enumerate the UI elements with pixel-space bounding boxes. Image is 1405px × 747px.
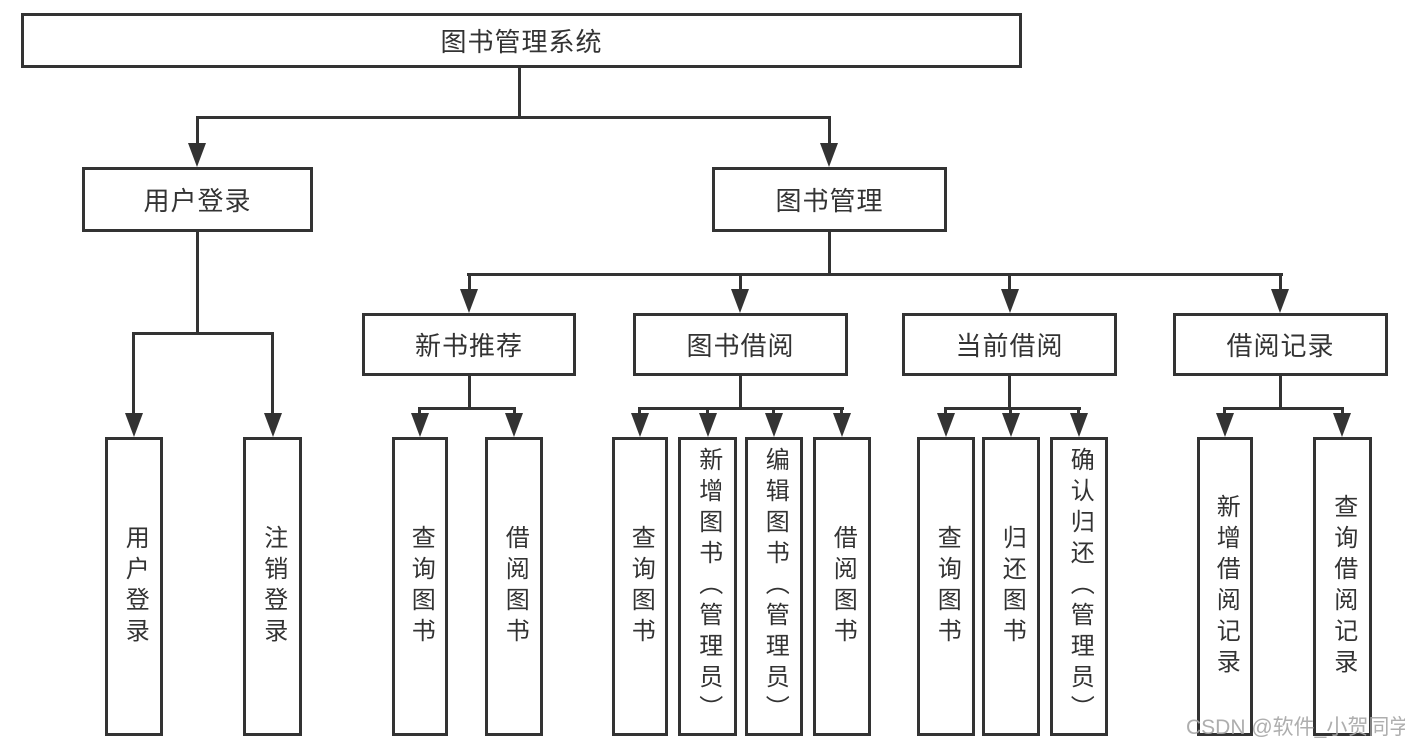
arrowhead-leaf (699, 413, 717, 437)
leaf-return-books-label: 归还图书 (998, 524, 1026, 649)
leaf-return-books: 归还图书 (982, 437, 1040, 736)
connector-book-management-stub (828, 232, 831, 276)
csdn-watermark: CSDN @软件_小贺同学 (1186, 716, 1405, 739)
connector-user-login-rail (132, 332, 274, 335)
connector-leaf (772, 407, 775, 416)
node-book-management: 图书管理 (712, 167, 947, 232)
leaf-query-borrow-record: 查询借阅记录 (1313, 437, 1372, 736)
leaf-query-books-3: 查询图书 (917, 437, 975, 736)
arrowhead-leaf (631, 413, 649, 437)
connector-leaf (706, 407, 709, 416)
connector-level2-rail (467, 273, 1283, 276)
leaf-query-books-1: 查询图书 (392, 437, 448, 736)
leaf-user-login: 用户登录 (105, 437, 163, 736)
arrowhead-user-login (188, 143, 206, 167)
node-borrow-records: 借阅记录 (1173, 313, 1388, 376)
arrowhead-leaf (765, 413, 783, 437)
arrowhead-leaf (1002, 413, 1020, 437)
node-borrowing: 图书借阅 (633, 313, 848, 376)
arrowhead-leaf (1333, 413, 1351, 437)
arrowhead-new-books (460, 289, 478, 313)
connector-current-stub (1008, 376, 1011, 410)
connector-records-rail (1223, 407, 1344, 410)
connector-to-leaf-logout (271, 332, 274, 414)
connector-leaf (1341, 407, 1344, 416)
leaf-borrow-books-1-label: 借阅图书 (501, 524, 529, 649)
leaf-logout: 注销登录 (243, 437, 302, 736)
connector-to-book-management (828, 116, 831, 145)
connector-to-records (1279, 273, 1282, 291)
node-borrowing-label: 图书借阅 (686, 331, 795, 361)
node-new-books: 新书推荐 (362, 313, 576, 376)
leaf-query-books-1-label: 查询图书 (407, 524, 435, 649)
node-current-borrow-label: 当前借阅 (955, 331, 1064, 361)
connector-leaf (1009, 407, 1012, 416)
connector-records-stub (1279, 376, 1282, 410)
leaf-query-borrow-record-label: 查询借阅记录 (1329, 493, 1357, 680)
leaf-borrow-books-2: 借阅图书 (813, 437, 871, 736)
arrowhead-leaf-logout (264, 413, 282, 437)
leaf-user-login-label: 用户登录 (121, 524, 149, 649)
arrowhead-book-management (820, 143, 838, 167)
node-borrow-records-label: 借阅记录 (1226, 331, 1335, 361)
connector-leaf (513, 407, 516, 416)
node-library-system-label: 图书管理系统 (440, 27, 603, 57)
connector-new-books-stub (468, 376, 471, 410)
leaf-borrow-books-1: 借阅图书 (485, 437, 543, 736)
node-book-management-label: 图书管理 (775, 186, 884, 216)
node-current-borrow: 当前借阅 (902, 313, 1117, 376)
leaf-add-books-admin-label: 新增图书（管理员） (694, 447, 722, 726)
leaf-confirm-return-admin: 确认归还（管理员） (1050, 437, 1108, 736)
node-user-login: 用户登录 (82, 167, 313, 232)
connector-level1-rail (196, 116, 831, 119)
connector-new-books-rail (418, 407, 516, 410)
leaf-query-books-3-label: 查询图书 (933, 524, 961, 649)
arrowhead-records (1271, 289, 1289, 313)
leaf-borrow-books-2-label: 借阅图书 (829, 524, 857, 649)
arrowhead-borrowing (731, 289, 749, 313)
connector-leaf (1223, 407, 1226, 416)
leaf-logout-label: 注销登录 (259, 524, 287, 649)
connector-borrowing-rail (638, 407, 844, 410)
connector-to-leaf-login (132, 332, 135, 414)
node-user-login-label: 用户登录 (143, 186, 252, 216)
connector-to-current (1008, 273, 1011, 291)
connector-to-new-books (468, 273, 471, 291)
connector-current-rail (944, 407, 1081, 410)
leaf-edit-books-admin: 编辑图书（管理员） (745, 437, 803, 736)
arrowhead-leaf (411, 413, 429, 437)
leaf-query-books-2-label: 查询图书 (627, 524, 655, 649)
connector-borrowing-stub (739, 376, 742, 410)
connector-leaf (840, 407, 843, 416)
leaf-query-books-2: 查询图书 (612, 437, 668, 736)
arrowhead-leaf (937, 413, 955, 437)
arrowhead-current (1001, 289, 1019, 313)
arrowhead-leaf (833, 413, 851, 437)
connector-user-login-stub (196, 232, 199, 335)
leaf-edit-books-admin-label: 编辑图书（管理员） (761, 447, 789, 726)
connector-to-borrowing (739, 273, 742, 291)
node-new-books-label: 新书推荐 (414, 331, 523, 361)
leaf-add-borrow-record-label: 新增借阅记录 (1212, 493, 1240, 680)
connector-leaf (638, 407, 641, 416)
leaf-add-books-admin: 新增图书（管理员） (678, 437, 737, 736)
arrowhead-leaf (505, 413, 523, 437)
connector-leaf (418, 407, 421, 416)
leaf-add-borrow-record: 新增借阅记录 (1197, 437, 1253, 736)
connector-root-stub (518, 68, 521, 119)
leaf-confirm-return-admin-label: 确认归还（管理员） (1066, 447, 1094, 726)
arrowhead-leaf-login (125, 413, 143, 437)
connector-to-user-login (196, 116, 199, 145)
connector-leaf (1077, 407, 1080, 416)
node-library-system: 图书管理系统 (21, 13, 1022, 68)
connector-leaf (944, 407, 947, 416)
arrowhead-leaf (1070, 413, 1088, 437)
arrowhead-leaf (1216, 413, 1234, 437)
